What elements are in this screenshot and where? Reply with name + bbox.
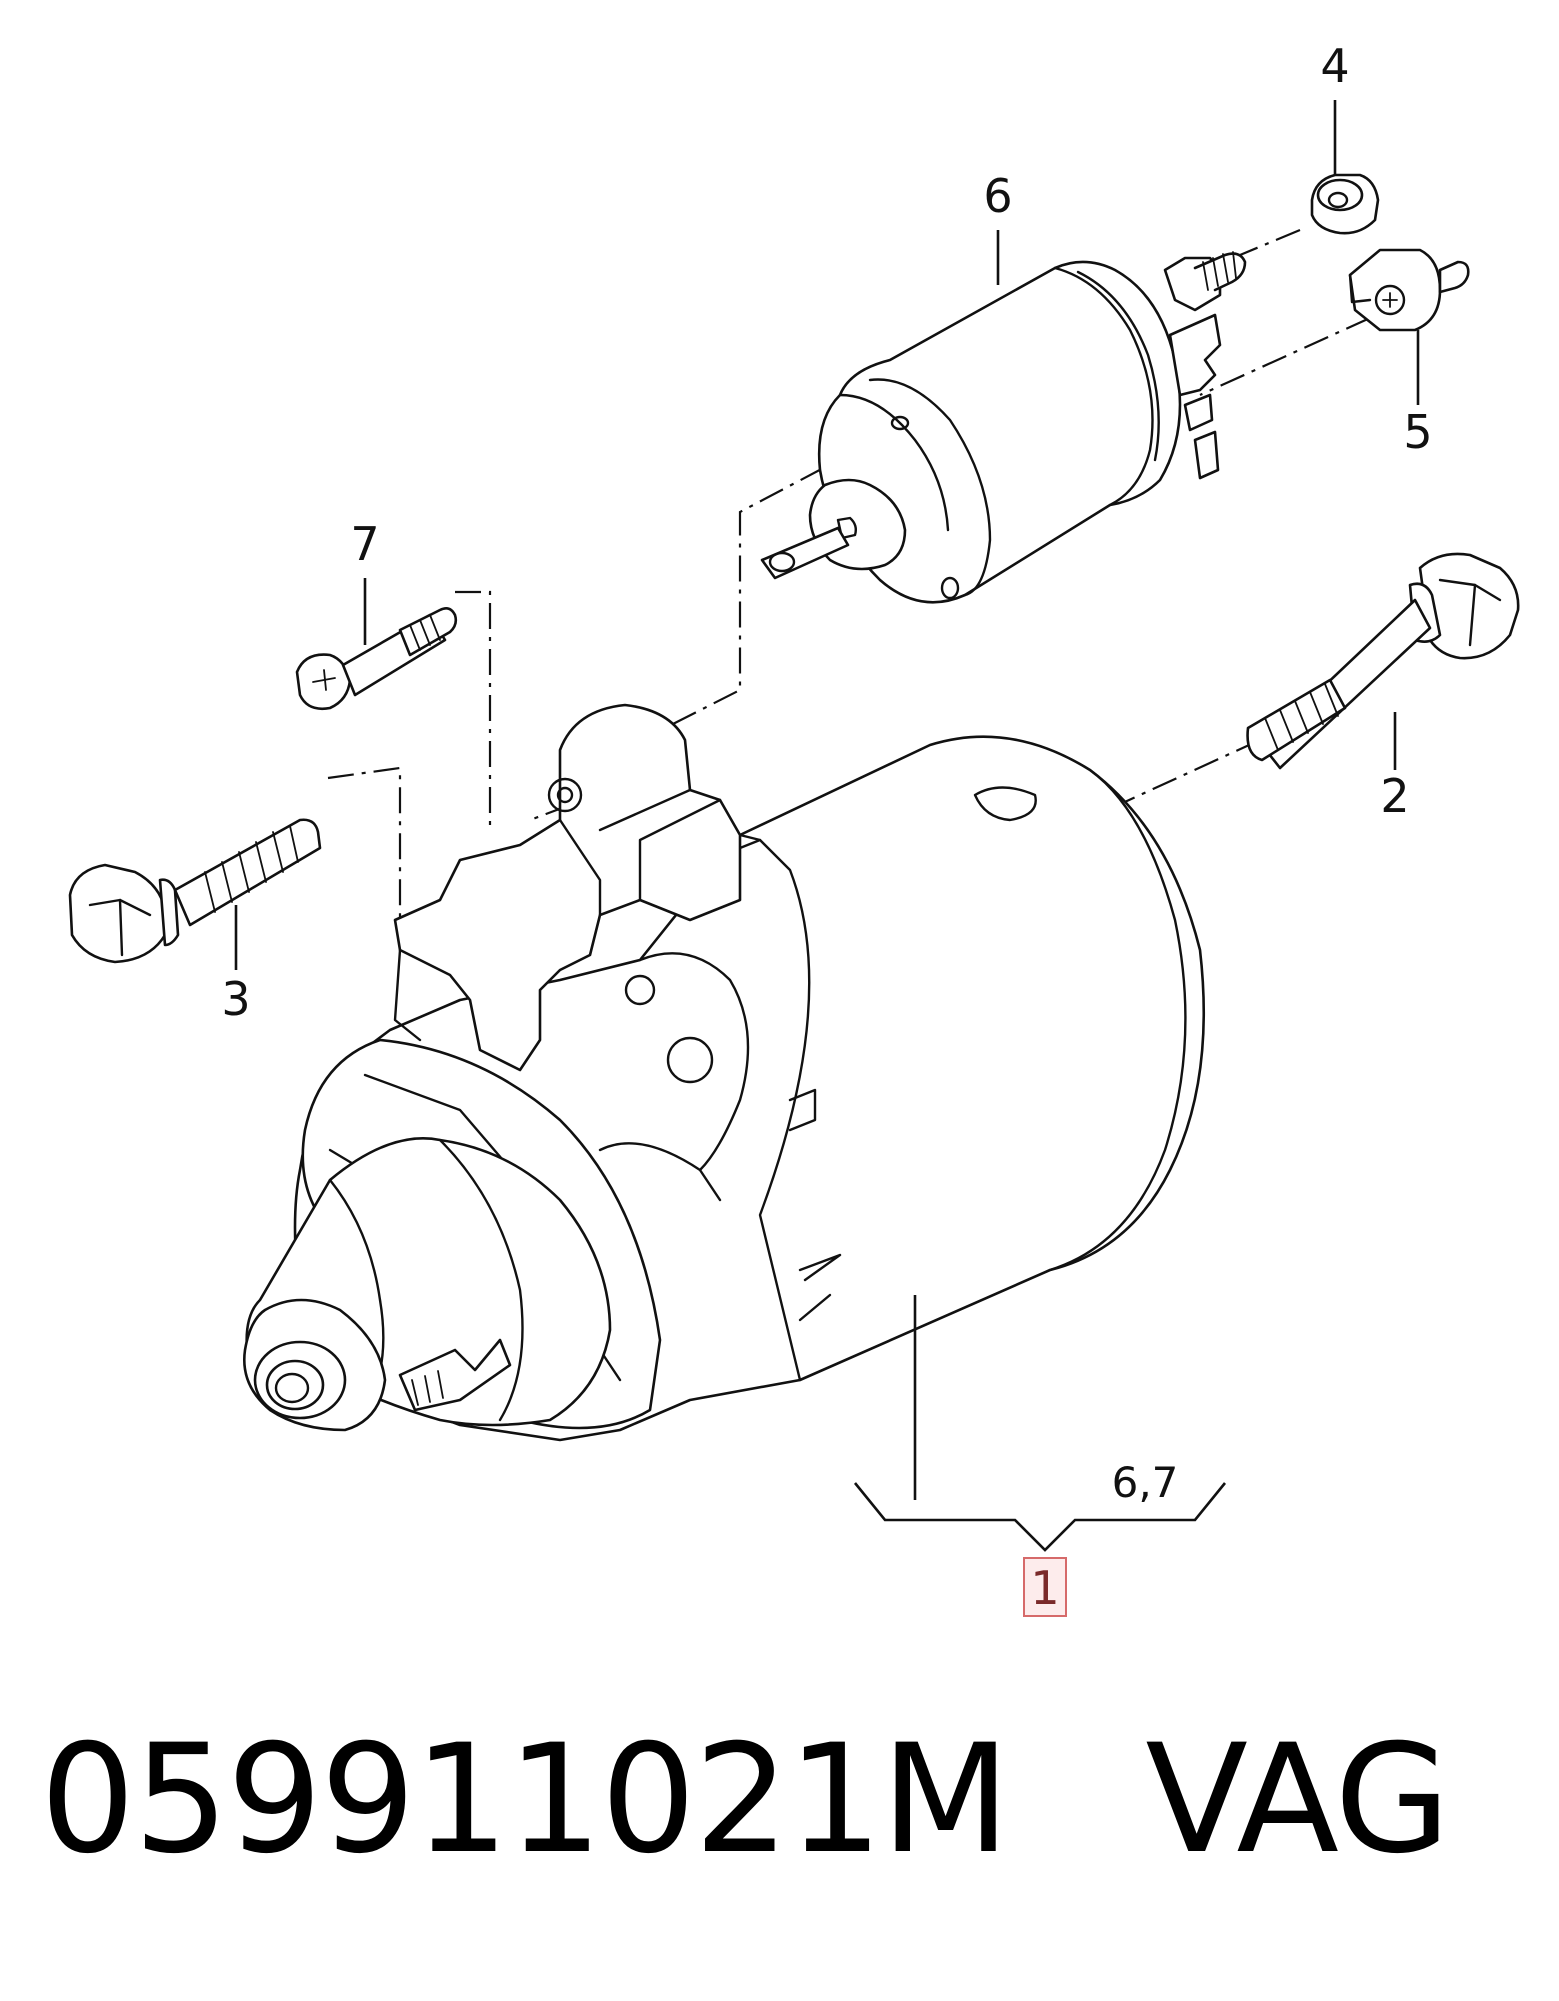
callout-5: 5: [1403, 405, 1432, 459]
part-number: 059911021M: [40, 1713, 1010, 1887]
hex-bolt-short: [68, 818, 322, 964]
solenoid-switch: [760, 251, 1247, 604]
part-number-caption: 059911021M VAG: [40, 1725, 1451, 1875]
countersunk-screw: [295, 607, 458, 710]
hex-nut: [1310, 173, 1380, 235]
starter-motor: [243, 703, 1206, 1442]
callout-leader-lines: [234, 100, 1420, 1552]
callout-4: 4: [1320, 39, 1349, 93]
hex-bolt-long: [1246, 552, 1520, 770]
brand-name: VAG: [1145, 1713, 1450, 1887]
callout-1-highlight-box[interactable]: [1023, 1557, 1067, 1617]
callout-6-7: 6,7: [1112, 1458, 1179, 1507]
callout-6: 6: [983, 169, 1012, 223]
callout-7: 7: [350, 517, 379, 571]
callout-1[interactable]: 1: [1030, 1561, 1059, 1615]
callout-3: 3: [221, 972, 250, 1026]
callout-2: 2: [1380, 769, 1409, 823]
terminal-connector: [1348, 248, 1470, 332]
